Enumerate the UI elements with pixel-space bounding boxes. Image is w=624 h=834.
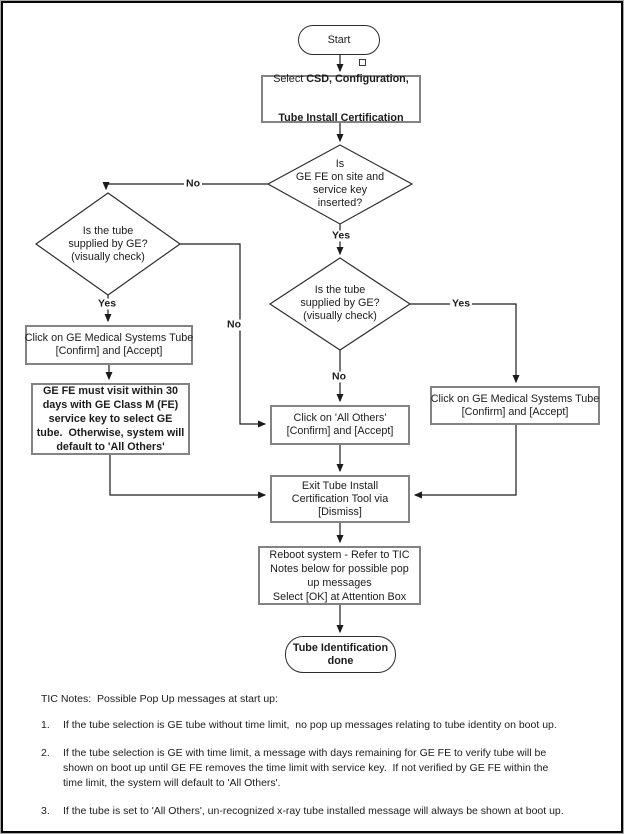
decision-tube-mid-shape [268, 257, 412, 351]
select-csd-normal: Select [273, 73, 307, 85]
select-csd-text: Select CSD, Configuration, Tube Install … [273, 47, 409, 151]
tic-notes-header: TIC Notes: Possible Pop Up messages at s… [41, 693, 278, 705]
edge-decision2-yes [410, 303, 520, 384]
edge-label-no-decision1: No [184, 177, 202, 190]
decision-tube-mid-label: Is the tube supplied by GE? (visually ch… [300, 284, 380, 322]
tic-note-2-number: 2. [41, 747, 50, 759]
tic-note-1-text: If the tube selection is GE tube without… [63, 719, 557, 731]
decision-fe-onsite-shape [266, 144, 414, 225]
right-confirm-box: Click on GE Medical Systems Tube [Confir… [430, 386, 600, 425]
tic-note-1-number: 1. [41, 719, 50, 731]
edge-decision1-no [102, 181, 268, 191]
tic-note-2-text: If the tube selection is GE with time li… [63, 747, 549, 789]
select-csd-bold1: CSD, Configuration, [306, 73, 409, 85]
edge-leftdecision-no [180, 243, 267, 428]
edge-label-yes-decision1: Yes [329, 229, 353, 242]
edge-label-yes-leftdecision: Yes [95, 297, 119, 310]
edge-label-no-decision2: No [330, 370, 348, 383]
anchor-square-marker [359, 59, 366, 66]
tic-note-3-number: 3. [41, 805, 50, 817]
reboot-box: Reboot system - Refer to TIC Notes below… [258, 546, 421, 605]
tic-note-3-text: If the tube is set to 'All Others', un-r… [63, 805, 564, 817]
all-others-box: Click on 'All Others' [Confirm] and [Acc… [270, 405, 410, 445]
decision-fe-onsite-label: Is GE FE on site and service key inserte… [295, 158, 385, 209]
left-confirm-box: Click on GE Medical Systems Tube [Confir… [25, 325, 193, 365]
select-csd-bold2: Tube Install Certification [278, 112, 404, 124]
flowchart-wires [34, 55, 520, 634]
edge-label-yes-decision2: Yes [449, 297, 473, 310]
decision-tube-left-shape [34, 192, 182, 296]
select-csd-box: Select CSD, Configuration, Tube Install … [261, 73, 421, 124]
exit-certification-box: Exit Tube Install Certification Tool via… [270, 475, 410, 523]
decision-tube-left-label: Is the tube supplied by GE? (visually ch… [68, 225, 148, 263]
tic-note-3: 3. If the tube is set to 'All Others', u… [41, 804, 601, 819]
must-visit-box: GE FE must visit within 30 days with GE … [31, 383, 190, 455]
done-terminal: Tube Identification done [285, 636, 396, 673]
start-terminal: Start [298, 25, 380, 55]
edge-mustvisit-to-exit [109, 455, 267, 499]
edge-label-no-leftdecision: No [225, 318, 243, 331]
tic-notes: TIC Notes: Possible Pop Up messages at s… [41, 692, 601, 831]
tic-note-1: 1. If the tube selection is GE tube with… [41, 718, 601, 733]
tic-note-2: 2. If the tube selection is GE with time… [41, 746, 601, 791]
edge-rightconfirm-to-exit [413, 425, 517, 499]
